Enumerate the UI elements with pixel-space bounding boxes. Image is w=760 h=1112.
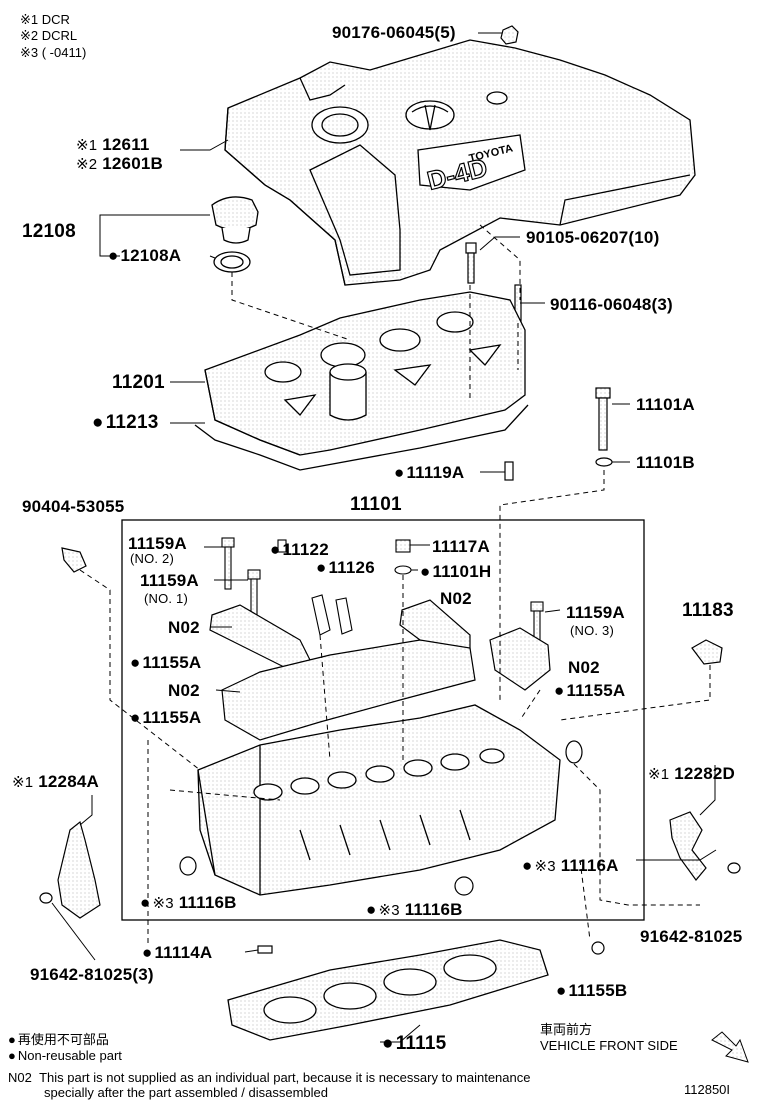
part-label-11201[interactable]: 11201 <box>112 372 165 393</box>
part-label-11116B-left[interactable]: ※3 11116B <box>140 894 237 911</box>
cylinder-head-gasket-11115 <box>227 939 549 1041</box>
part-label-11159A-no2[interactable]: 11159A <box>128 534 187 553</box>
part-label-12284A[interactable]: ※1 12284A <box>12 772 99 791</box>
part-label-11116A[interactable]: ※3 11116A <box>522 857 619 874</box>
legend-item-dcr: ※1 DCR <box>20 12 70 27</box>
label-no3: (NO. 3) <box>570 623 615 638</box>
part-label-11101H[interactable]: 11101H <box>420 563 491 580</box>
front-side-en: VEHICLE FRONT SIDE <box>540 1038 678 1054</box>
part-label-11101B[interactable]: 11101B <box>636 453 695 472</box>
bracket-12282D <box>669 811 741 881</box>
part-label-12611[interactable]: ※1 12611 <box>76 135 150 154</box>
non-reusable-en: Non-reusable part <box>8 1048 122 1064</box>
cylinder-head-assembly-box <box>121 519 645 921</box>
bolt-11159A-no1 <box>247 569 261 616</box>
part-label-90176[interactable]: 90176-06045(5) <box>332 23 456 42</box>
cylinder-head-cover <box>204 291 526 456</box>
mark-1: ※1 <box>76 137 98 154</box>
part-label-11122[interactable]: 11122 <box>270 541 329 558</box>
bearing-cap-n02-right <box>489 627 551 691</box>
part-label-11101[interactable]: 11101 <box>350 494 402 515</box>
pin-11114A <box>257 945 273 954</box>
part-label-11116B-right[interactable]: ※3 11116B <box>366 901 463 918</box>
seal-11116B-left <box>179 856 197 876</box>
label-no1: (NO. 1) <box>144 591 189 606</box>
oil-filler-cap <box>211 196 259 273</box>
label-no2: (NO. 2) <box>130 551 175 566</box>
legend-item-date: ※3 ( -0411) <box>20 44 87 60</box>
part-label-11155A-upper[interactable]: 11155A <box>130 654 201 671</box>
part-label-90105[interactable]: 90105-06207(10) <box>526 228 660 247</box>
part-label-91642-qty3[interactable]: 91642-81025(3) <box>30 965 154 984</box>
bracket-12284A <box>39 820 101 919</box>
mark-2: ※2 <box>76 156 98 173</box>
bearing-cap-n02-left <box>209 604 311 671</box>
bolt-90105 <box>465 242 477 284</box>
part-label-11126[interactable]: 11126 <box>316 559 375 576</box>
n02-footnote-label: N02 <box>8 1070 32 1085</box>
legend-item-dcrl: ※2 DCRL <box>20 28 78 44</box>
front-side-jp: 車両前方 <box>540 1022 593 1037</box>
sensor-11183 <box>691 639 723 665</box>
part-label-12108A[interactable]: 12108A <box>108 247 181 264</box>
part-label-12282D[interactable]: ※1 12282D <box>648 764 735 783</box>
pin-11155B <box>591 941 605 955</box>
plug-11117A <box>394 539 412 575</box>
vehicle-front-arrow-icon <box>711 1031 749 1063</box>
bolt-11159A-no2 <box>221 537 235 590</box>
label-n02-upper-right: N02 <box>440 589 472 608</box>
non-reusable-jp: 再使用不可部品 <box>8 1032 122 1048</box>
label-n02-right: N02 <box>568 658 600 677</box>
diagram-id: 112850I <box>684 1082 731 1097</box>
variant-legend: ※1 DCR ※2 DCRL ※3 ( -0411) <box>20 12 86 61</box>
n02-footnote-line2: specially after the part assembled / dis… <box>44 1084 328 1100</box>
part-label-90404[interactable]: 90404-53055 <box>22 497 125 516</box>
part-label-11213[interactable]: 11213 <box>92 413 159 432</box>
n02-footnote: N02 This part is not supplied as an indi… <box>8 1070 531 1101</box>
union-90404 <box>61 547 87 573</box>
part-label-11115[interactable]: 11115 <box>382 1034 447 1053</box>
part-label-11101A[interactable]: 11101A <box>636 395 695 414</box>
front-side-note: 車両前方 VEHICLE FRONT SIDE <box>540 1022 678 1055</box>
label-n02-housing: N02 <box>168 681 200 700</box>
seal-11116B-right <box>454 876 474 896</box>
part-label-11114A[interactable]: 11114A <box>142 944 212 961</box>
n02-footnote-line1: This part is not supplied as an individu… <box>39 1070 531 1085</box>
label-n02-left: N02 <box>168 618 200 637</box>
part-label-11183[interactable]: 11183 <box>682 600 734 621</box>
part-label-11155B[interactable]: 11155B <box>556 982 627 999</box>
plug-11119A <box>504 461 514 481</box>
cover-gasket <box>194 404 529 471</box>
part-label-12108[interactable]: 12108 <box>22 221 76 242</box>
cylinder-head-block <box>197 704 561 896</box>
cam-housing-n02 <box>221 639 476 741</box>
part-label-11155A-lower[interactable]: 11155A <box>130 709 201 726</box>
part-label-11117A[interactable]: 11117A <box>432 537 490 556</box>
seal-11116A <box>565 740 583 764</box>
bolt-90176 <box>500 25 519 45</box>
dashed-lines <box>79 224 711 945</box>
part-label-12601B[interactable]: ※2 12601B <box>76 154 163 173</box>
part-label-91642[interactable]: 91642-81025 <box>640 927 743 946</box>
non-reusable-legend: 再使用不可部品 Non-reusable part <box>8 1032 122 1065</box>
part-label-11155A-right[interactable]: 11155A <box>554 682 625 699</box>
part-label-11159A-no1[interactable]: 11159A <box>140 571 199 590</box>
part-label-11119A[interactable]: 11119A <box>394 464 464 481</box>
part-label-90116[interactable]: 90116-06048(3) <box>550 295 673 314</box>
bolt-11101A <box>595 387 613 467</box>
part-label-11159A-no3[interactable]: 11159A <box>566 603 625 622</box>
engine-cover <box>224 39 696 286</box>
